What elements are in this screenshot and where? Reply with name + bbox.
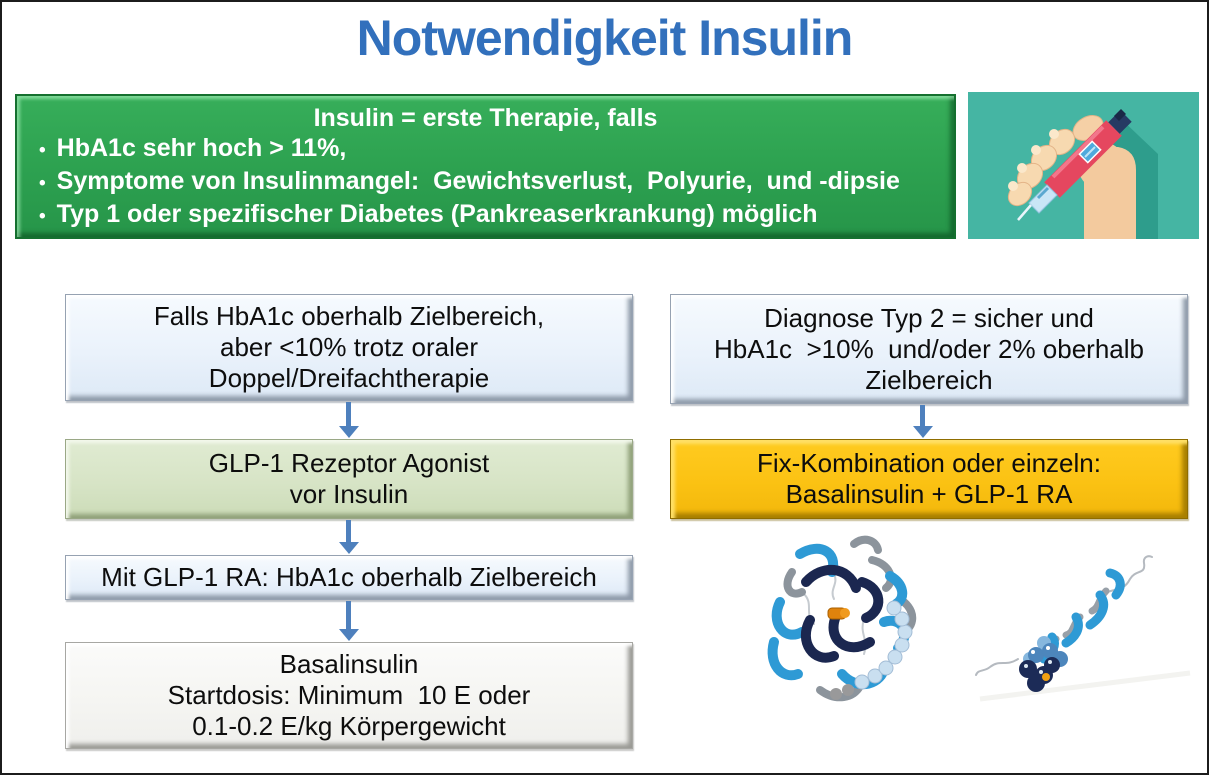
insulin-hexamer-structure [744,524,934,724]
bullet-icon: • [39,206,46,227]
banner-bullet-text: Typ 1 oder spezifischer Diabetes (Pankre… [56,200,818,228]
banner-bullet-text: HbA1c sehr hoch > 11%, [56,134,347,162]
banner-header: Insulin = erste Therapie, falls [313,104,658,132]
insulin-pen-hand-graphic [968,92,1199,239]
box-line: Zielbereich [865,364,993,395]
banner-bullet: • Symptome von Insulinmangel: Gewichtsve… [31,166,940,199]
flow-arrow-down [338,601,360,641]
box-line: 0.1-0.2 E/kg Körpergewicht [192,711,506,741]
insulin-hexamer-graphic [767,535,917,702]
banner-bullet: • HbA1c sehr hoch > 11%, [31,133,940,166]
box-line: aber <10% trotz oraler [220,332,478,362]
box-line: Mit GLP-1 RA: HbA1c oberhalb Zielbereich [101,562,597,592]
page-title: Notwendigkeit Insulin [356,10,854,66]
flow-arrow-down [338,520,360,554]
hand-holding-insulin-pen-icon [968,92,1199,239]
banner-bullet: • Typ 1 oder spezifischer Diabetes (Pank… [31,199,940,232]
flow-box-fix-kombination: Fix-Kombination oder einzeln: Basalinsul… [670,439,1188,519]
box-line: GLP-1 Rezeptor Agonist [208,448,490,478]
box-line: Doppel/Dreifachtherapie [208,363,490,393]
flow-box-diagnose-typ2: Diagnose Typ 2 = sicher und HbA1c >10% u… [670,294,1188,404]
box-line: vor Insulin [289,479,409,509]
flow-box-basalinsulin-start: Basalinsulin Startdosis: Minimum 10 E od… [65,642,633,749]
flow-box-condition-oral-therapy: Falls HbA1c oberhalb Zielbereich, aber <… [65,294,633,401]
box-line: Falls HbA1c oberhalb Zielbereich, [153,301,545,331]
glp1-peptide-structure [940,547,1202,717]
box-line: Basalinsulin + GLP-1 RA [785,479,1073,509]
glp1-peptide-graphic [975,555,1191,702]
box-line: Startdosis: Minimum 10 E oder [167,680,531,710]
box-line: Fix-Kombination oder einzeln: [757,448,1101,478]
box-line: Diagnose Typ 2 = sicher und [764,302,1094,333]
insulin-first-therapy-banner: Insulin = erste Therapie, falls • HbA1c … [15,94,956,239]
banner-bullet-text: Symptome von Insulinmangel: Gewichtsverl… [56,167,900,195]
box-line: HbA1c >10% und/oder 2% oberhalb [713,333,1144,364]
box-line: Basalinsulin [279,649,419,679]
bullet-icon: • [39,140,46,161]
bullet-icon: • [39,173,46,194]
flow-arrow-down [912,405,934,438]
flow-box-glp1-before-insulin: GLP-1 Rezeptor Agonist vor Insulin [65,439,633,519]
flow-arrow-down [338,402,360,438]
flow-box-glp1-above-target: Mit GLP-1 RA: HbA1c oberhalb Zielbereich [65,555,633,600]
